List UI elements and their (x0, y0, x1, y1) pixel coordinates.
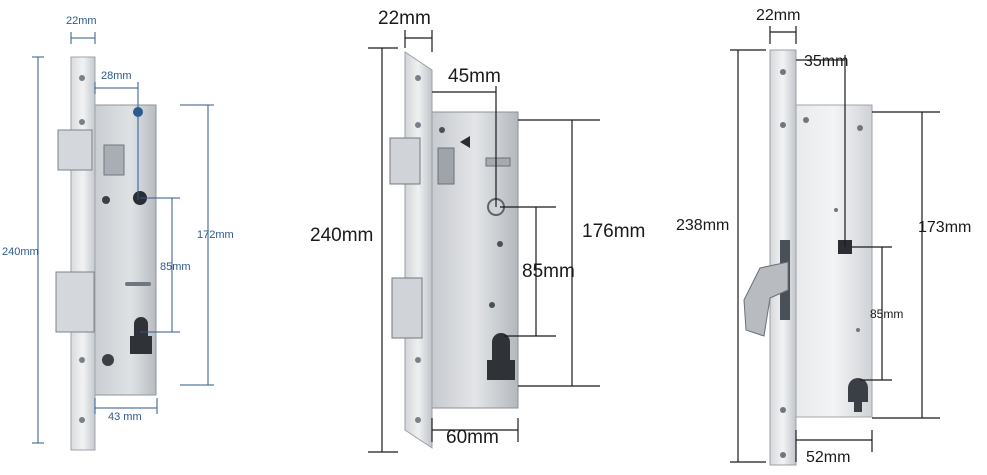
lock-1-screw (79, 119, 85, 125)
lock-2-deadbolt (391, 277, 423, 339)
lock-2-hole (439, 127, 445, 133)
lock-2-screw (415, 357, 421, 363)
lock-1-overall-height-label: 240mm (2, 246, 39, 258)
lock-2-case-height-label: 176mm (582, 221, 646, 242)
lock-1-hole (102, 354, 114, 366)
lock-3-screw (780, 122, 786, 128)
lock-2-drawing (368, 30, 600, 453)
lock-3-hole (856, 328, 860, 332)
lock-1-panel: 22mm 28mm 240mm 172mm 85mm 43 mm (0, 0, 300, 475)
lock-1-latch (57, 129, 93, 171)
lock-2-screw (415, 75, 421, 81)
lock-2-hole (497, 241, 503, 247)
lock-2-hole (489, 302, 495, 308)
lock-3-panel: 22mm 35mm 238mm 173mm 85mm 52mm (660, 0, 987, 475)
lock-2-center-distance-label: 85mm (522, 261, 575, 282)
lock-3-drawing (730, 26, 940, 466)
lock-2-cylinder-hole (487, 333, 515, 380)
lock-1-faceplate-width-label: 22mm (66, 15, 97, 27)
lock-1-backset-label: 28mm (101, 70, 132, 82)
lock-2-faceplate-width-label: 22mm (378, 8, 431, 29)
lock-1-cylinder-hole (130, 317, 152, 354)
lock-3-cylinder-hole (848, 378, 868, 412)
lock-1-center-distance-label: 85mm (160, 261, 191, 273)
lock-1-screw (79, 75, 85, 81)
lock-3-case (795, 104, 873, 418)
lock-3-hole (834, 208, 838, 212)
lock-2-slot (485, 157, 511, 167)
lock-3-hole (803, 117, 809, 123)
lock-3-backset-label: 35mm (804, 53, 849, 70)
lock-3-latch (743, 261, 789, 337)
lock-1-case-height-label: 172mm (197, 229, 234, 241)
lock-1-screw (79, 357, 85, 363)
lock-2-screw (415, 417, 421, 423)
lock-2-faceplate (404, 51, 433, 449)
lock-1-hole (102, 196, 110, 204)
lock-1-spring (103, 144, 125, 176)
lock-2-screw (415, 122, 421, 128)
lock-3-screw (780, 452, 786, 458)
lock-1-screw (79, 417, 85, 423)
lock-1-deadbolt (55, 271, 95, 333)
lock-3-case-depth-label: 52mm (806, 449, 851, 466)
lock-2-latch (389, 137, 421, 185)
lock-2-backset-label: 45mm (448, 66, 501, 87)
lock-3-faceplate-width-label: 22mm (756, 7, 801, 24)
lock-1-case-depth-label: 43 mm (108, 411, 142, 423)
lock-1-drawing (32, 32, 214, 451)
lock-1-slot (125, 282, 151, 286)
lock-2-panel: 22mm 45mm 240mm 176mm 85mm 60mm (300, 0, 660, 475)
lock-3-screw (780, 69, 786, 75)
lock-3-center-distance-label: 85mm (870, 307, 904, 321)
lock-1-faceplate (70, 56, 96, 451)
lock-2-case-depth-label: 60mm (446, 427, 499, 448)
lock-3-case-height-label: 173mm (918, 219, 972, 236)
lock-2-overall-height-label: 240mm (310, 225, 374, 246)
lock-2-triangle (460, 136, 470, 148)
lock-3-hole (857, 125, 863, 131)
lock-2-mechanism (437, 147, 455, 185)
lock-3-screw (780, 407, 786, 413)
lock-3-overall-height-label: 238mm (676, 217, 730, 234)
